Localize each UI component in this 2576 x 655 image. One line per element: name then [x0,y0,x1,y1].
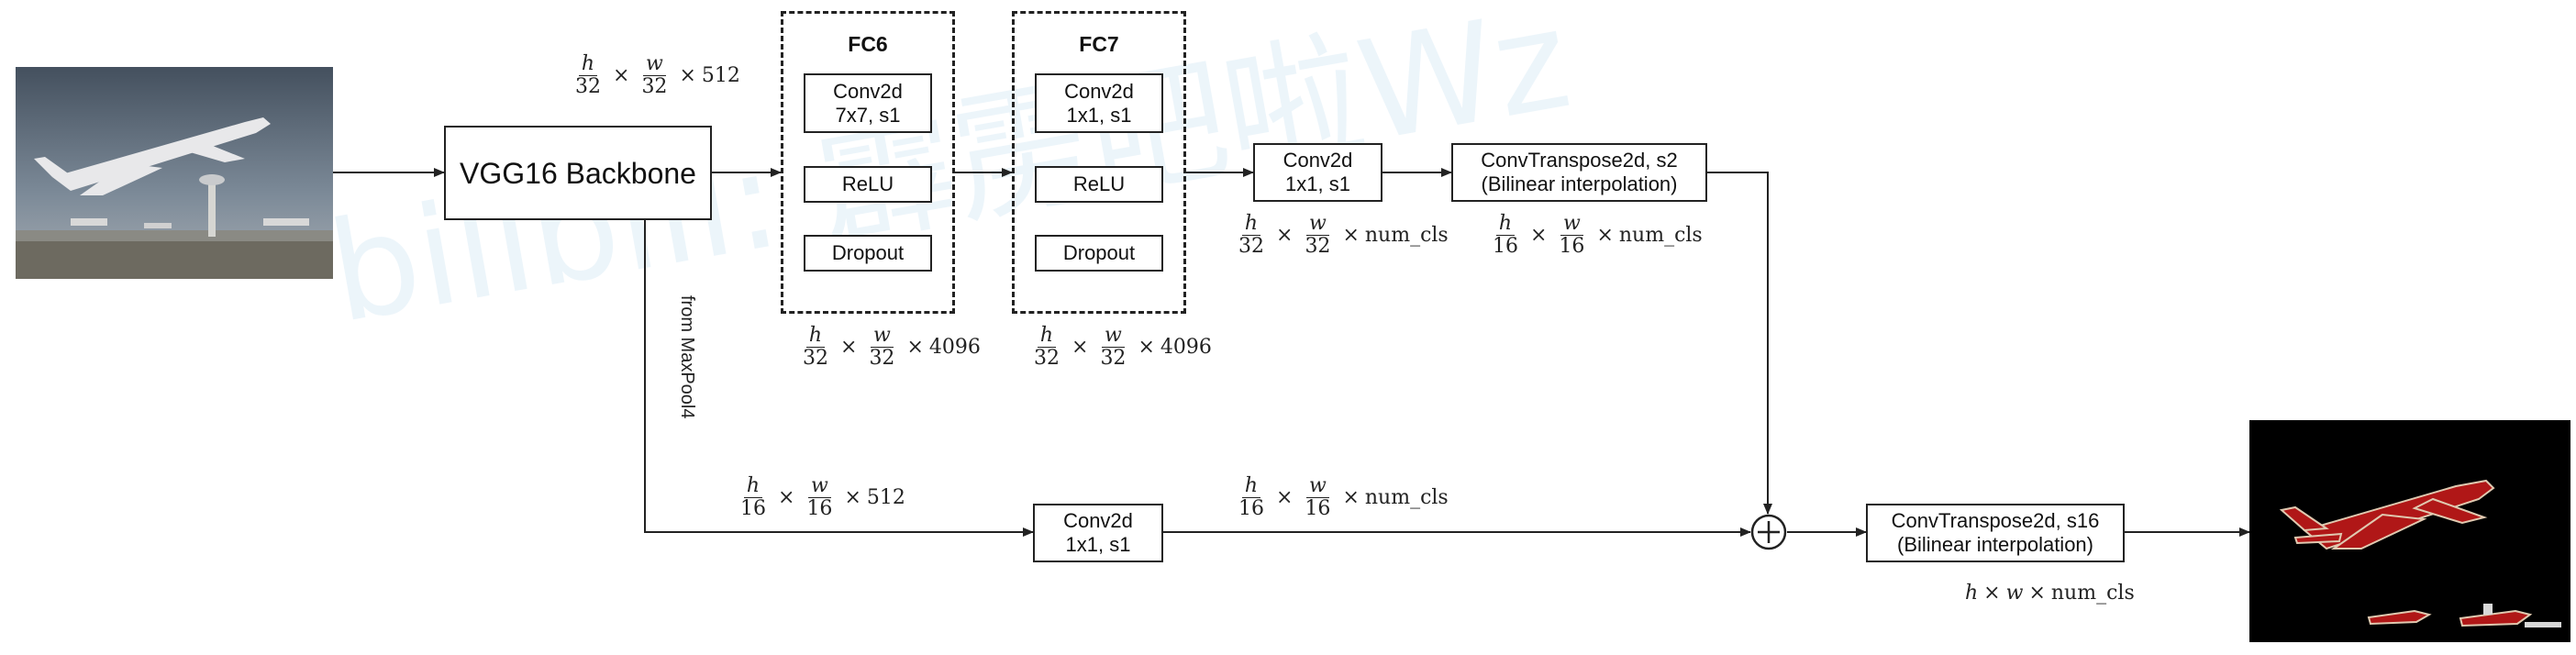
fc7-title: FC7 [1079,32,1119,56]
fc7-relu-block: ReLU [1035,166,1163,203]
fc7-relu-label: ReLU [1072,172,1126,195]
shape-final-out: h × w × num_cls [1965,582,2135,605]
fc6-relu-block: ReLU [804,166,932,203]
sum-node [1750,514,1787,550]
convtranspose-s2-label: ConvTranspose2d, s2 [1481,149,1678,172]
vgg16-backbone-label: VGG16 Backbone [460,156,696,190]
fc6-group: FC6 [781,11,955,314]
fc6-conv2d-block: Conv2d 7x7, s1 [804,73,932,133]
fc7-dropout-label: Dropout [1062,241,1136,264]
score-conv2d-params: 1x1, s1 [1285,172,1350,195]
fc6-conv2d-label: Conv2d [833,79,903,103]
from-maxpool4-label: from MaxPool4 [677,295,697,419]
fc7-conv2d-block: Conv2d 1x1, s1 [1035,73,1163,133]
convtranspose-s16-note: (Bilinear interpolation) [1897,533,2093,556]
convtranspose-s16-block: ConvTranspose2d, s16 (Bilinear interpola… [1866,504,2125,562]
output-segmentation-image [2249,420,2570,642]
fc6-dropout-block: Dropout [804,235,932,272]
fc6-title: FC6 [848,32,888,56]
score-conv2d-block: Conv2d 1x1, s1 [1253,143,1382,202]
input-airplane-image [16,67,333,279]
pool4-conv2d-block: Conv2d 1x1, s1 [1033,504,1163,562]
score-conv2d-label: Conv2d [1282,149,1353,172]
fc7-conv2d-label: Conv2d [1064,79,1134,103]
pool4-conv2d-label: Conv2d [1063,509,1133,532]
convtranspose-s2-block: ConvTranspose2d, s2 (Bilinear interpolat… [1451,143,1707,202]
fc6-conv2d-params: 7x7, s1 [835,103,901,127]
vgg16-backbone-block: VGG16 Backbone [444,126,712,220]
pool4-conv2d-params: 1x1, s1 [1065,533,1131,556]
convtranspose-s2-note: (Bilinear interpolation) [1481,172,1678,195]
fc6-dropout-label: Dropout [831,241,905,264]
fc6-relu-label: ReLU [841,172,894,195]
fc7-dropout-block: Dropout [1035,235,1163,272]
convtranspose-s16-label: ConvTranspose2d, s16 [1891,509,2100,532]
fc7-group: FC7 [1012,11,1186,314]
fc7-conv2d-params: 1x1, s1 [1066,103,1132,127]
